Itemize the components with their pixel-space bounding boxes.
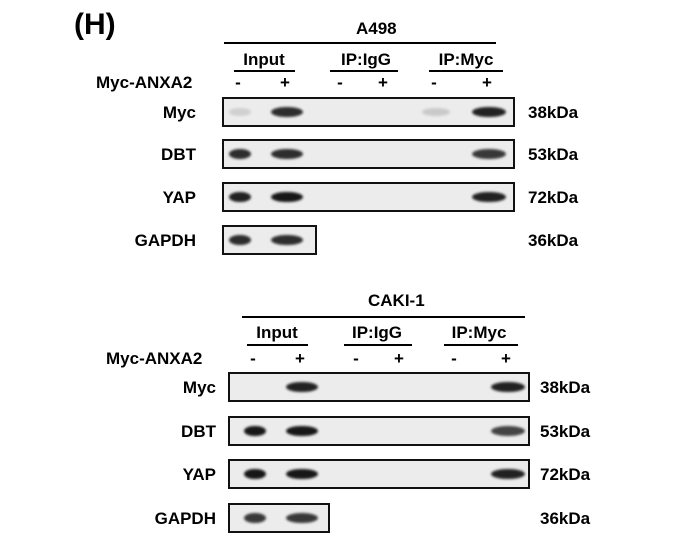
cell-line-label: A498 xyxy=(356,19,397,38)
protein-band xyxy=(229,191,251,203)
molecular-weight-label: 36kDa xyxy=(528,231,579,250)
protein-band xyxy=(229,148,251,160)
lane-sign: - xyxy=(235,73,241,92)
blot-strip xyxy=(222,97,515,127)
protein-band xyxy=(271,148,303,160)
protein-band xyxy=(271,234,303,246)
group-underline xyxy=(234,70,295,72)
cell-line-bracket xyxy=(224,42,496,44)
condition-label: Myc-ANXA2 xyxy=(96,73,193,92)
protein-band xyxy=(491,381,525,393)
protein-label: YAP xyxy=(182,465,216,484)
protein-band xyxy=(286,381,318,393)
protein-label: GAPDH xyxy=(134,231,196,250)
cell-line-label: CAKI-1 xyxy=(368,291,425,310)
protein-band xyxy=(491,425,525,437)
protein-band xyxy=(491,468,525,480)
group-label: Input xyxy=(256,323,298,342)
protein-band xyxy=(472,191,506,203)
group-label: Input xyxy=(243,50,285,69)
protein-band xyxy=(244,468,266,480)
protein-band xyxy=(286,512,318,524)
protein-label: Myc xyxy=(182,378,216,397)
lane-sign: + xyxy=(394,349,404,368)
lane-sign: - xyxy=(337,73,343,92)
blot-strip xyxy=(222,182,515,212)
protein-label: YAP xyxy=(162,188,196,207)
molecular-weight-label: 53kDa xyxy=(540,422,591,441)
protein-label: DBT xyxy=(161,145,196,164)
molecular-weight-label: 38kDa xyxy=(540,378,591,397)
blot-strip xyxy=(228,459,530,489)
group-underline xyxy=(330,70,398,72)
blot-strip xyxy=(228,416,530,446)
blot-strip xyxy=(228,372,530,402)
group-label: IP:Myc xyxy=(451,323,507,342)
cell-line-bracket xyxy=(242,316,525,318)
molecular-weight-label: 38kDa xyxy=(528,103,579,122)
protein-label: Myc xyxy=(162,103,196,122)
protein-band xyxy=(244,512,266,524)
lane-sign: + xyxy=(295,349,305,368)
protein-band xyxy=(271,191,303,203)
lane-sign: + xyxy=(280,73,290,92)
lane-sign: - xyxy=(353,349,359,368)
group-label: IP:IgG xyxy=(351,323,403,342)
lane-sign: - xyxy=(431,73,437,92)
protein-band xyxy=(286,425,318,437)
protein-band xyxy=(271,106,303,118)
protein-band xyxy=(229,234,251,246)
blot-strip xyxy=(228,503,330,533)
protein-band xyxy=(472,106,506,118)
group-underline xyxy=(247,344,308,346)
lane-sign: - xyxy=(250,349,256,368)
molecular-weight-label: 72kDa xyxy=(540,465,591,484)
group-underline xyxy=(444,344,518,346)
lane-sign: + xyxy=(501,349,511,368)
group-underline xyxy=(344,344,412,346)
lane-sign: - xyxy=(451,349,457,368)
protein-band xyxy=(472,148,506,160)
condition-label: Myc-ANXA2 xyxy=(106,349,203,368)
protein-band xyxy=(286,468,318,480)
molecular-weight-label: 72kDa xyxy=(528,188,579,207)
blot-strip xyxy=(222,225,317,255)
molecular-weight-label: 53kDa xyxy=(528,145,579,164)
lane-sign: + xyxy=(378,73,388,92)
protein-band xyxy=(422,107,450,117)
group-label: IP:Myc xyxy=(438,50,494,69)
protein-label: DBT xyxy=(181,422,216,441)
molecular-weight-label: 36kDa xyxy=(540,509,591,528)
panel-label: (H) xyxy=(74,8,116,41)
protein-label: GAPDH xyxy=(154,509,216,528)
group-label: IP:IgG xyxy=(340,50,392,69)
protein-band xyxy=(244,425,266,437)
protein-band xyxy=(229,107,251,117)
group-underline xyxy=(429,70,503,72)
blot-strip xyxy=(222,139,515,169)
lane-sign: + xyxy=(482,73,492,92)
